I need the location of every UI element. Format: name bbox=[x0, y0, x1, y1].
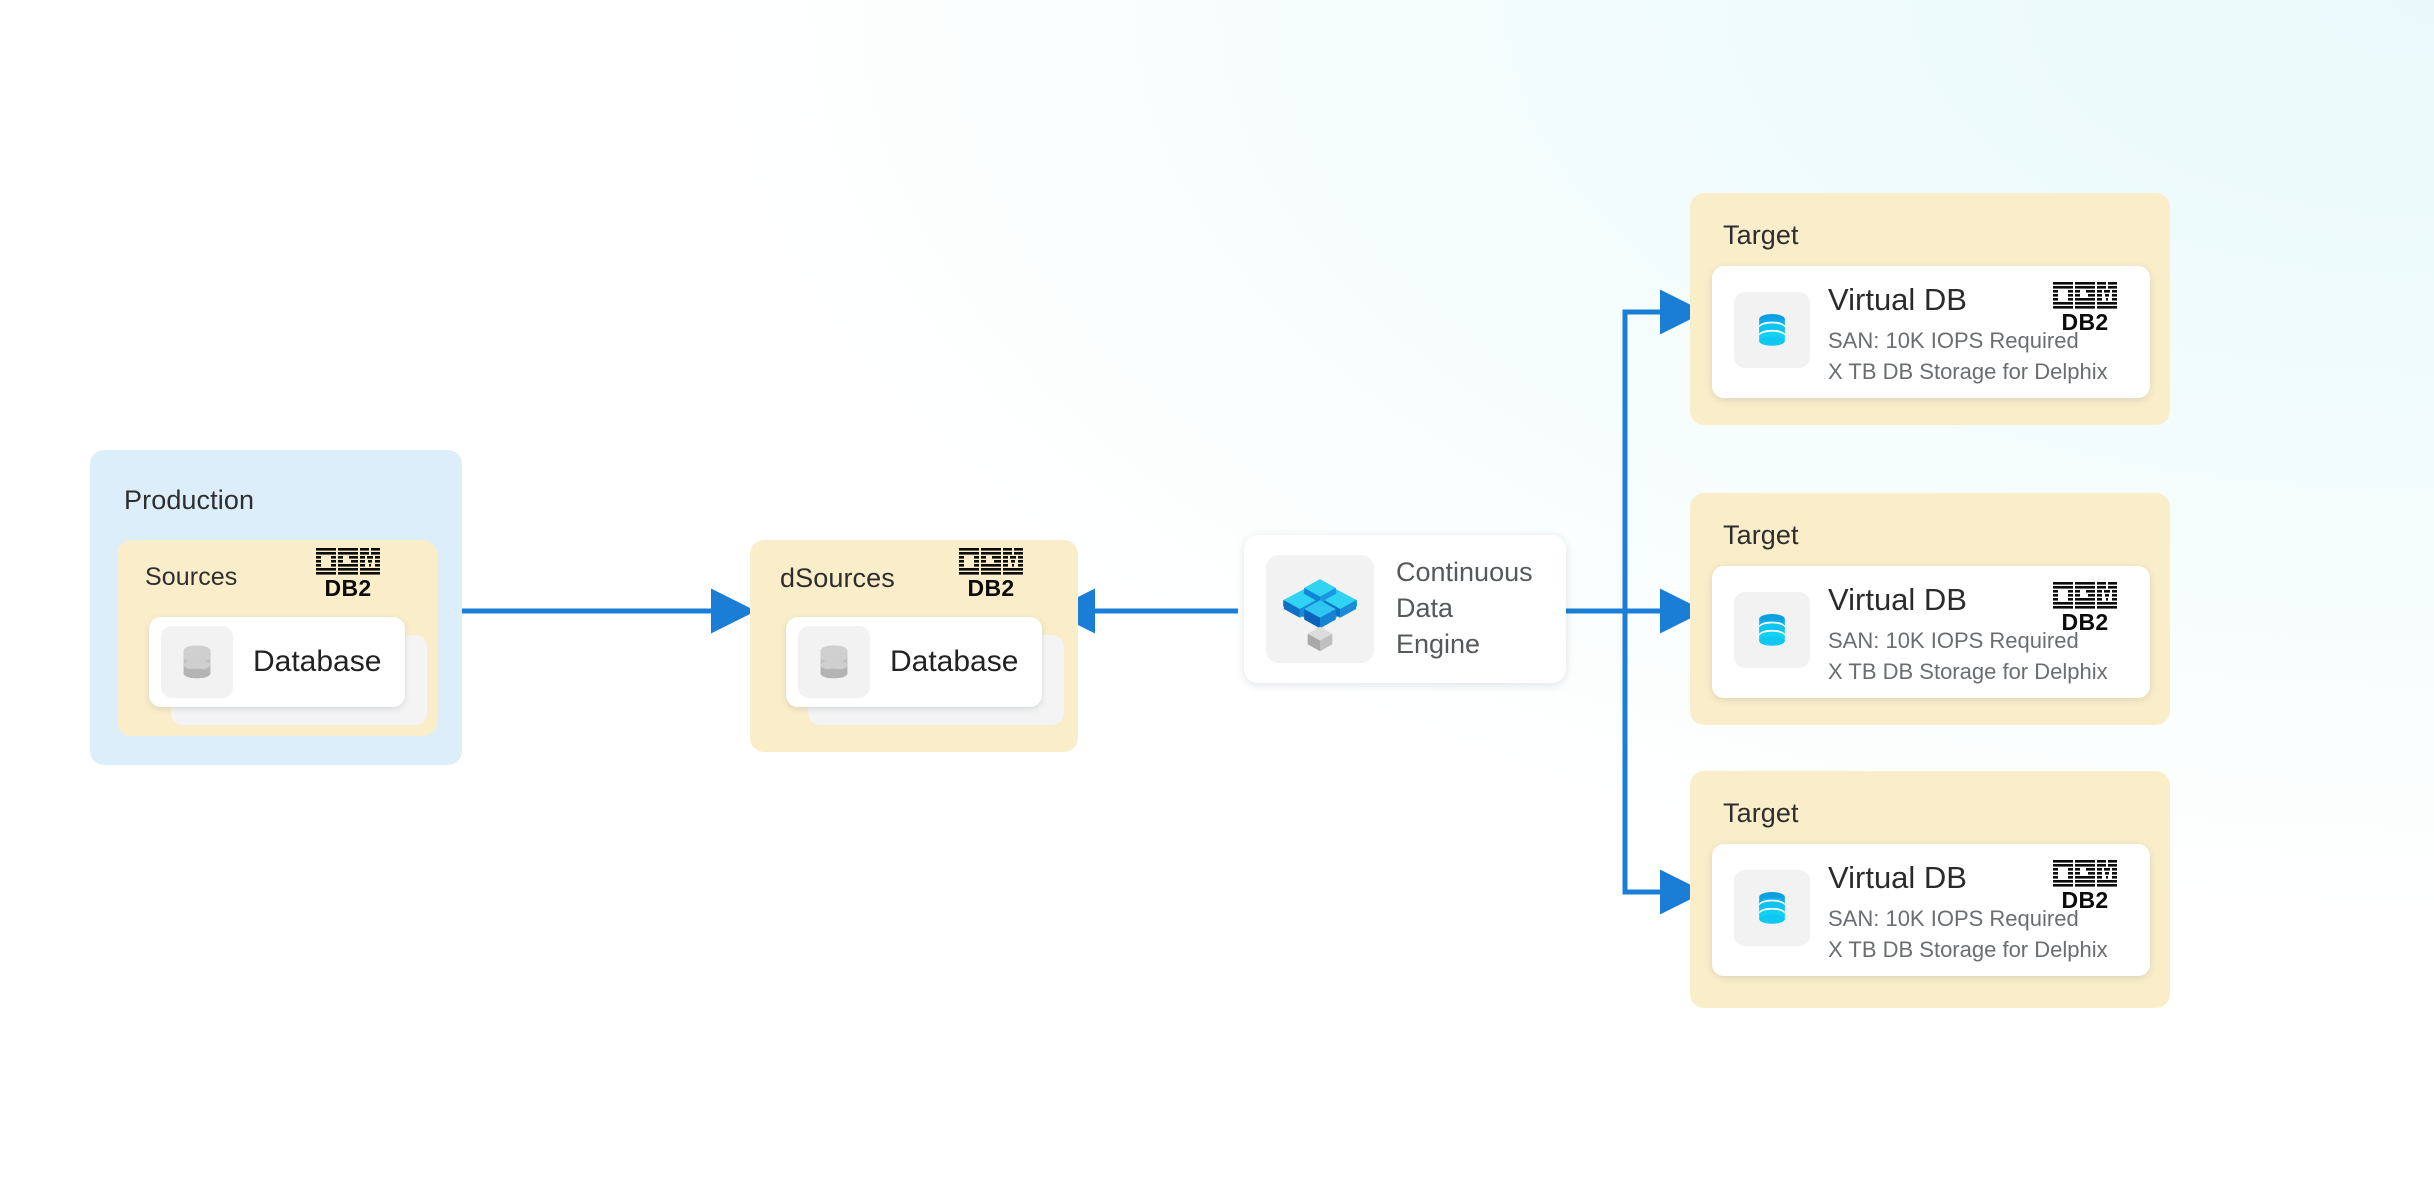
virtual-db-title-3: Virtual DB bbox=[1828, 860, 1967, 895]
dsources-database-card[interactable]: Database bbox=[786, 617, 1064, 725]
target-title-2: Target bbox=[1723, 520, 1799, 550]
sources-database-label: Database bbox=[253, 645, 382, 678]
ibm-db2-logo-sources: DB2 bbox=[312, 548, 384, 600]
ibm-db2-product-label: DB2 bbox=[967, 575, 1015, 601]
database-cylinder-icon bbox=[161, 626, 233, 698]
continuous-data-engine-card[interactable]: Continuous Data Engine bbox=[1244, 535, 1566, 683]
ibm-db2-logo-dsources: DB2 bbox=[955, 548, 1027, 600]
virtual-db-storage-3: X TB DB Storage for Delphix bbox=[1828, 937, 2108, 962]
ibm-logo-icon bbox=[316, 548, 380, 575]
ibm-db2-product-label: DB2 bbox=[2061, 309, 2109, 335]
virtual-db-san-2: SAN: 10K IOPS Required bbox=[1828, 628, 2079, 653]
virtual-db-san-3: SAN: 10K IOPS Required bbox=[1828, 906, 2079, 931]
target-title-1: Target bbox=[1723, 220, 1799, 250]
continuous-data-engine-icon bbox=[1266, 555, 1374, 663]
database-cylinder-icon bbox=[798, 626, 870, 698]
ibm-logo-icon bbox=[2053, 860, 2117, 887]
ibm-db2-product-label: DB2 bbox=[2061, 609, 2109, 635]
virtual-db-icon bbox=[1734, 592, 1810, 668]
continuous-data-engine-label: Continuous Data Engine bbox=[1396, 557, 1533, 659]
ibm-db2-logo-target-3: DB2 bbox=[2049, 860, 2121, 912]
ibm-db2-logo-target-1: DB2 bbox=[2049, 282, 2121, 334]
virtual-db-storage-1: X TB DB Storage for Delphix bbox=[1828, 359, 2108, 384]
production-title: Production bbox=[124, 485, 255, 515]
ibm-db2-logo-target-2: DB2 bbox=[2049, 582, 2121, 634]
virtual-db-san-1: SAN: 10K IOPS Required bbox=[1828, 328, 2079, 353]
ibm-logo-icon bbox=[959, 548, 1023, 575]
virtual-db-card-2[interactable]: Virtual DB SAN: 10K IOPS Required X TB D… bbox=[1712, 566, 2150, 698]
virtual-db-card-1[interactable]: Virtual DB SAN: 10K IOPS Required X TB D… bbox=[1712, 266, 2150, 398]
virtual-db-storage-2: X TB DB Storage for Delphix bbox=[1828, 659, 2108, 684]
connector-engine-to-targets bbox=[1566, 289, 1705, 915]
ibm-db2-product-label: DB2 bbox=[324, 575, 372, 601]
ibm-logo-icon bbox=[2053, 282, 2117, 309]
virtual-db-card-3[interactable]: Virtual DB SAN: 10K IOPS Required X TB D… bbox=[1712, 844, 2150, 976]
virtual-db-icon bbox=[1734, 870, 1810, 946]
target-title-3: Target bbox=[1723, 798, 1799, 828]
sources-title: Sources bbox=[145, 563, 238, 591]
ibm-db2-product-label: DB2 bbox=[2061, 887, 2109, 913]
virtual-db-title-1: Virtual DB bbox=[1828, 282, 1967, 317]
virtual-db-title-2: Virtual DB bbox=[1828, 582, 1967, 617]
sources-database-card[interactable]: Database bbox=[149, 617, 427, 725]
dsources-database-label: Database bbox=[890, 645, 1019, 678]
virtual-db-icon bbox=[1734, 292, 1810, 368]
ibm-logo-icon bbox=[2053, 582, 2117, 609]
dsources-title: dSources bbox=[780, 563, 895, 593]
